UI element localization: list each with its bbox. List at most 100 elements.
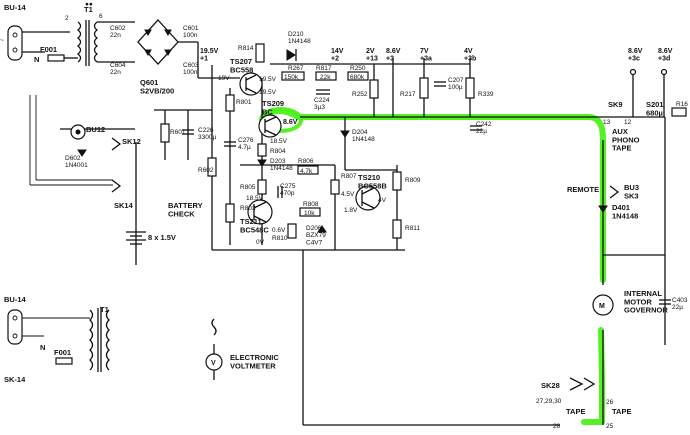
sk28-pins: 27,29,30 [536,398,562,405]
v0-label: 0V [256,239,265,246]
rail-8v6-3c: 8.6V+3c [628,48,643,63]
sk9-pin13: 13 [603,119,611,126]
bu14-top-label: BU-14 [4,3,27,12]
t1-bottom-label: T1 [100,305,109,314]
v18-label: 1.8V [344,207,358,214]
bu14-bottom-label: BU-14 [4,295,27,304]
r267-label: R267 [288,65,304,72]
diode-icon [144,29,152,36]
sk14-switch-icon [111,179,122,193]
zener-d206-icon [317,225,327,233]
r811-label: R811 [405,225,420,232]
pin-28: 28 [553,423,561,430]
bu14-socket [7,25,23,61]
battery-icon [126,231,146,245]
socket-pin-icon [12,32,18,38]
pin-26: 26 [606,399,614,406]
resistor-r217 [419,77,429,99]
motor-symbol: M [599,303,605,310]
v185a-label: 18.5V [270,138,288,145]
t1-dots: ●● [85,1,93,8]
rail-8v6-3: 8.6V+3 [386,48,401,63]
r814-label: R814 [238,45,254,52]
resistor-r807 [330,179,340,195]
r217-label: R217 [400,91,416,98]
diode-d602-icon [77,149,87,157]
resistor-r602 [207,157,217,177]
bu3-jack-icon [609,185,620,199]
v06-label: 0.6V [272,227,286,234]
r809-label: R809 [405,177,421,184]
play-icon [569,377,584,391]
resistor-r811 [392,219,402,239]
r602-label: R602 [198,167,214,174]
resistor-r267 [281,71,305,81]
motor-icon [592,294,614,316]
socket-pin-icon [12,315,18,321]
resistor-r16 [671,107,687,117]
mains-input-bottom: BU-14 SK-14 N F001 T1 [4,295,110,384]
resistor-r803 [225,203,235,223]
tape2-label: TAPE [612,407,631,416]
r16-label: R16 [676,101,688,108]
resistor-r804 [257,143,267,157]
tilde-label: ~ [0,37,4,44]
terminal-icon [660,68,668,76]
r250-label: R250 [350,65,366,72]
fuse-f001-top-label: F001 [40,45,57,54]
resistor-r810 [287,223,297,239]
svg-text:2: 2 [65,15,69,22]
bu12-jack-pin-icon [75,129,81,135]
v195a-label: 19.5V [259,89,277,96]
rail-14v: 14V+2 [331,48,344,63]
r804-label: R804 [270,148,286,155]
diode-d210-icon [286,49,296,61]
rail-2v: 2V+13 [366,48,378,63]
battery-cells-label: 8 x 1.5V [148,233,176,242]
r252-label: R252 [352,91,368,98]
resistor-r252 [369,79,379,99]
sk9-pin12: 12 [624,119,632,126]
socket-pin-icon [12,47,18,53]
resistor-r801 [225,94,235,112]
v4-label: 4V [378,197,387,204]
r817-label: R817 [316,65,332,72]
diode-d401-icon [598,205,608,213]
r601-label: R601 [170,129,186,136]
r803-label: R803 [240,205,256,212]
r267-value: 150k [284,74,299,81]
diode-icon [164,29,172,36]
v195b-label: 19.5V [259,76,277,83]
resistor-r817 [315,71,337,81]
r808-value: 10k [304,210,315,217]
sk12-label: SK12 [122,137,141,146]
r817-value: 22k [320,74,331,81]
diode-icon [164,49,172,56]
sk28-label: SK28 [541,381,560,390]
mains-input-top: BU-14 ~ N F001 [0,3,78,64]
t1-top-label: T1 [84,5,93,14]
rail-7v: 7V+3a [420,48,432,63]
sk14-bottom-label: SK-14 [4,375,26,384]
